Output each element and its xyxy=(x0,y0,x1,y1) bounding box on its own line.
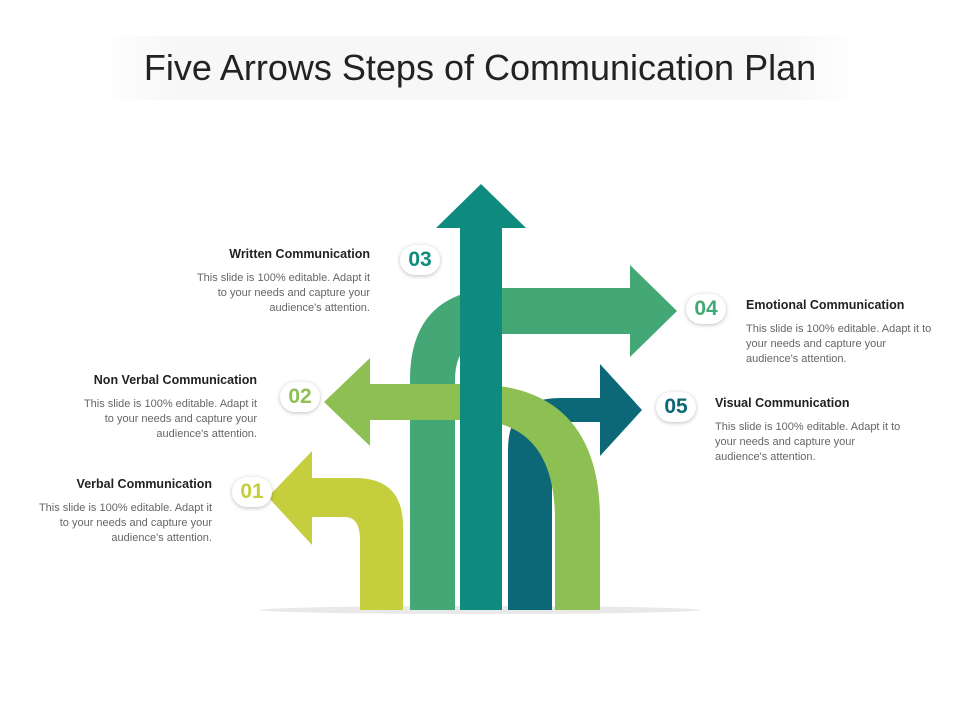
arrow-01 xyxy=(268,451,403,610)
step-heading-05: Visual Communication xyxy=(715,396,850,410)
step-badge-03: 03 xyxy=(400,245,440,275)
title-bar: Five Arrows Steps of Communication Plan xyxy=(100,36,860,100)
step-text-04: This slide is 100% editable. Adapt it to… xyxy=(746,323,932,365)
step-heading-01: Verbal Communication xyxy=(76,477,212,491)
step-text-01: This slide is 100% editable. Adapt it to… xyxy=(38,502,212,544)
step-text-05: This slide is 100% editable. Adapt it to… xyxy=(715,421,901,463)
arrow-02 xyxy=(324,358,600,610)
arrow-03 xyxy=(436,184,526,610)
step-label-04: Emotional Communication This slide is 10… xyxy=(746,298,936,367)
step-heading-03: Written Communication xyxy=(229,247,370,261)
slide-title: Five Arrows Steps of Communication Plan xyxy=(143,47,817,88)
step-label-03: Written Communication This slide is 100%… xyxy=(130,247,370,316)
step-badge-01: 01 xyxy=(232,477,272,507)
step-badge-04: 04 xyxy=(686,294,726,324)
step-heading-02: Non Verbal Communication xyxy=(93,373,257,387)
step-badge-02: 02 xyxy=(280,382,320,412)
step-badge-05: 05 xyxy=(656,392,696,422)
step-label-02: Non Verbal Communication This slide is 1… xyxy=(17,373,257,442)
step-text-02: This slide is 100% editable. Adapt it to… xyxy=(83,398,257,440)
step-label-05: Visual Communication This slide is 100% … xyxy=(715,396,905,465)
step-heading-04: Emotional Communication xyxy=(746,298,905,312)
step-text-03: This slide is 100% editable. Adapt it to… xyxy=(196,272,370,314)
arrow-04 xyxy=(410,265,677,610)
step-label-01: Verbal Communication This slide is 100% … xyxy=(0,477,212,546)
